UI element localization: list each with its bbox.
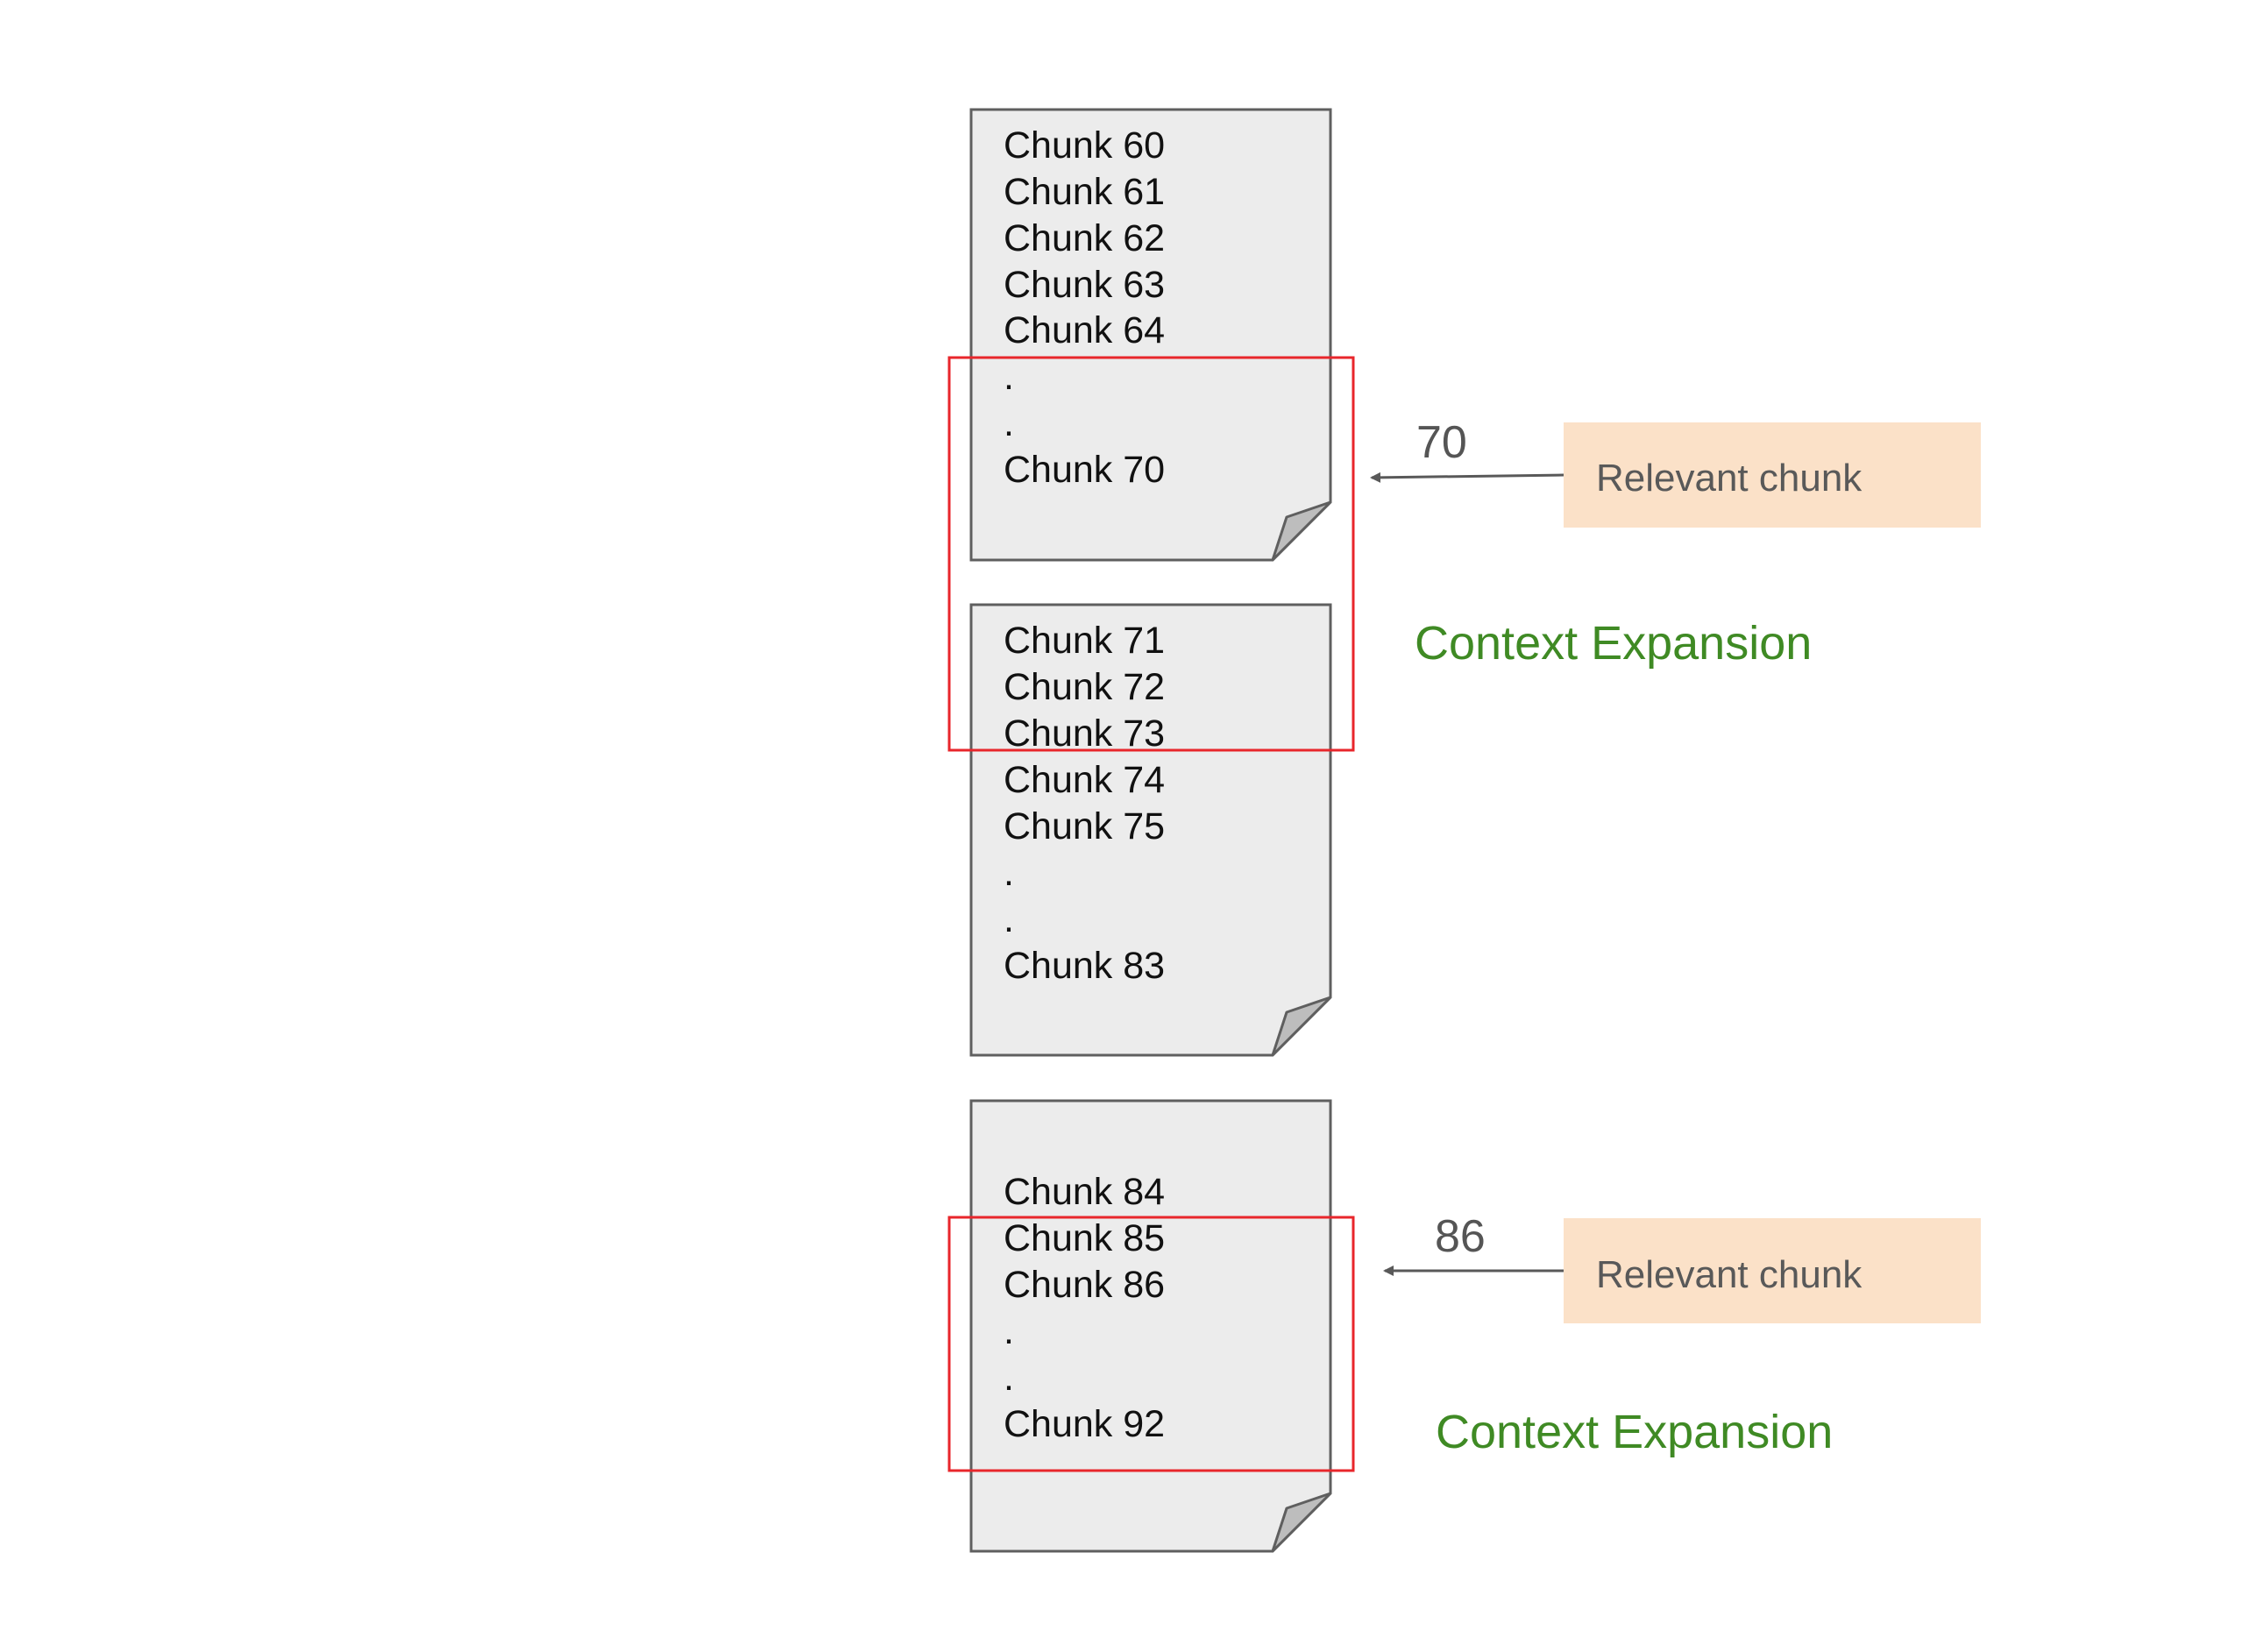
chunk-line: Chunk 70 [1004, 449, 1165, 491]
chunk-line: Chunk 92 [1004, 1403, 1165, 1445]
chunk-line: Chunk 72 [1004, 666, 1165, 708]
chunk-line: Chunk 71 [1004, 620, 1165, 662]
context-expansion-label: Context Expansion [1436, 1406, 1833, 1458]
relevant-chunk-label: Relevant chunk [1596, 457, 1862, 500]
ellipsis-dot: . [1004, 1357, 1014, 1399]
arrow-left-icon [1370, 471, 1564, 483]
page-fold-icon [1271, 500, 1332, 562]
ellipsis-dot: . [1004, 356, 1014, 398]
chunk-line: Chunk 62 [1004, 217, 1165, 259]
context-expansion-highlight-2 [947, 1216, 1355, 1472]
document-page-2: Chunk 71 Chunk 72 Chunk 73 Chunk 74 Chun… [969, 603, 1332, 1057]
page-fold-icon [1271, 996, 1332, 1057]
chunk-line: Chunk 60 [1004, 124, 1165, 167]
chunk-line: Chunk 83 [1004, 945, 1165, 987]
page-fold-icon [1271, 1492, 1332, 1553]
context-expansion-highlight-1 [947, 356, 1355, 752]
chunk-line: Chunk 85 [1004, 1217, 1165, 1259]
callout-2: 86 Relevant chunk Context Expansion [1383, 1211, 1981, 1458]
context-expansion-label: Context Expansion [1415, 617, 1812, 670]
page-body [969, 1099, 1332, 1553]
ellipsis-dot: . [1004, 402, 1014, 444]
chunk-line: Chunk 64 [1004, 309, 1165, 351]
chunk-line: Chunk 74 [1004, 759, 1165, 801]
chunk-line: Chunk 73 [1004, 713, 1165, 755]
chunk-line: Chunk 63 [1004, 264, 1165, 306]
relevant-chunk-box [1564, 1218, 1981, 1323]
callout-1: 70 Relevant chunk Context Expansion [1370, 417, 1981, 670]
chunk-number: 86 [1435, 1211, 1486, 1262]
chunk-line: Chunk 84 [1004, 1171, 1165, 1213]
chunk-line: Chunk 61 [1004, 171, 1165, 213]
chunk-number: 70 [1416, 417, 1467, 468]
document-page-1: Chunk 60 Chunk 61 Chunk 62 Chunk 63 Chun… [969, 108, 1332, 562]
ellipsis-dot: . [1004, 852, 1014, 894]
ellipsis-dot: . [1004, 898, 1014, 940]
relevant-chunk-label: Relevant chunk [1596, 1253, 1862, 1296]
chunk-line: Chunk 75 [1004, 805, 1165, 847]
relevant-chunk-box [1564, 422, 1981, 528]
document-page-3: Chunk 84 Chunk 85 Chunk 86 . . Chunk 92 [969, 1099, 1332, 1553]
chunk-line: Chunk 86 [1004, 1264, 1165, 1306]
ellipsis-dot: . [1004, 1310, 1014, 1352]
